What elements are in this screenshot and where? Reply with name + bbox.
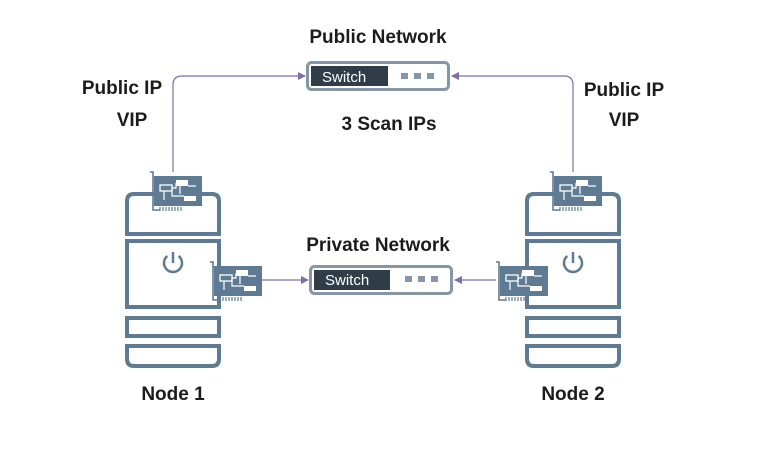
right-vip-label: VIP bbox=[608, 110, 640, 131]
public-switch-port-1 bbox=[401, 73, 408, 79]
node2-top-network-card-icon bbox=[549, 171, 603, 212]
node2-public-link-arrow bbox=[451, 72, 574, 172]
left-public-ip-label: Public IP bbox=[81, 78, 163, 99]
node1-label: Node 1 bbox=[141, 384, 205, 405]
node1-server bbox=[125, 192, 221, 368]
private-switch-port-2 bbox=[418, 276, 425, 282]
private-network-label: Private Network bbox=[306, 235, 450, 256]
node1-top-network-card-icon bbox=[149, 171, 203, 212]
node1-public-link-arrow bbox=[172, 72, 306, 172]
node1-side-network-card-icon bbox=[209, 261, 263, 302]
node1-power-icon bbox=[162, 252, 184, 274]
public-switch-port-3 bbox=[427, 73, 434, 79]
public-network-label: Public Network bbox=[309, 27, 447, 48]
public-switch-label: Switch bbox=[322, 69, 366, 86]
private-switch-label: Switch bbox=[325, 272, 369, 289]
node2-side-network-card-icon bbox=[495, 261, 549, 302]
private-switch: Switch bbox=[309, 265, 453, 295]
right-public-ip-label: Public IP bbox=[583, 80, 665, 101]
left-vip-label: VIP bbox=[116, 110, 148, 131]
public-switch: Switch bbox=[306, 61, 450, 91]
scan-ips-label: 3 Scan IPs bbox=[341, 114, 437, 135]
node2-label: Node 2 bbox=[541, 384, 605, 405]
private-switch-port-3 bbox=[431, 276, 438, 282]
private-switch-port-1 bbox=[405, 276, 412, 282]
public-switch-port-2 bbox=[414, 73, 421, 79]
node2-power-icon bbox=[562, 252, 584, 274]
